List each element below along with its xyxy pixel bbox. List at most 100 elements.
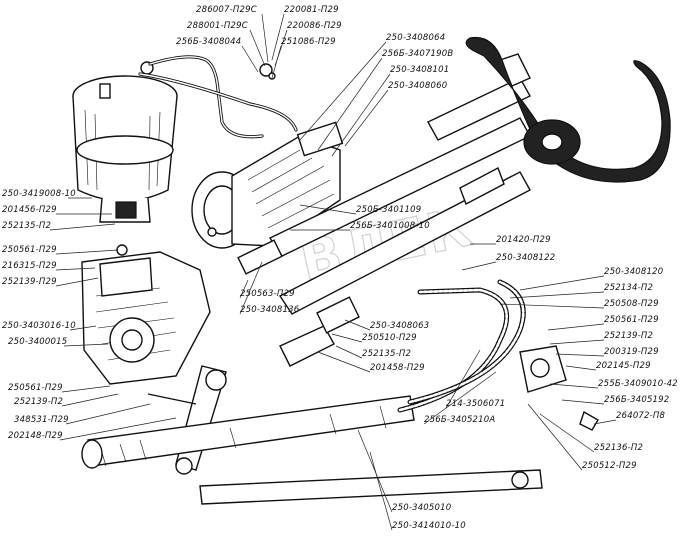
part-number-label: 250561-П29 bbox=[8, 383, 63, 393]
callout-labels: 286007-П29С 288001-П29С 220081-П29 220086-П… bbox=[2, 5, 678, 531]
leader-line bbox=[317, 57, 383, 151]
leader-line bbox=[55, 277, 99, 287]
part-number-label: 250-3408122 bbox=[496, 253, 555, 263]
part-number-label: 256Б-3405192 bbox=[604, 395, 669, 405]
steering-gear-box bbox=[81, 244, 211, 385]
part-number-label: 256Б-3401008-10 bbox=[350, 221, 430, 231]
leader-line bbox=[509, 291, 605, 299]
leader-line bbox=[241, 45, 259, 73]
part-number-label: 250Б-3401109 bbox=[356, 205, 421, 215]
part-number-label: 216315-П29 bbox=[2, 261, 57, 271]
part-number-label: 250512-П29 bbox=[582, 461, 637, 471]
leader-line bbox=[249, 29, 266, 67]
leader-line bbox=[299, 41, 387, 141]
leader-line bbox=[549, 383, 599, 389]
part-number-label: 252139-П2 bbox=[604, 331, 653, 341]
hydraulic-hoses bbox=[397, 279, 526, 413]
part-number-label: 220086-П29 bbox=[287, 21, 342, 31]
leader-line bbox=[69, 325, 97, 331]
part-number-label: 255Б-3409010-42 bbox=[598, 379, 678, 389]
leader-line bbox=[55, 249, 119, 255]
steering-wheel bbox=[465, 36, 671, 183]
leader-line bbox=[271, 13, 285, 61]
leader-line bbox=[59, 417, 177, 441]
leader-line bbox=[423, 371, 497, 425]
part-number-label: 201420-П29 bbox=[496, 235, 551, 245]
part-number-label: 252135-П2 bbox=[362, 349, 411, 359]
part-number-label: 250-3414010-10 bbox=[392, 521, 466, 531]
part-number-label: 250561-П29 bbox=[604, 315, 659, 325]
part-number-label: 250-3408064 bbox=[386, 33, 445, 43]
part-number-label: 250510-П29 bbox=[362, 333, 417, 343]
part-number-label: 256Б-3405210А bbox=[424, 415, 495, 425]
part-number-label: 252134-П2 bbox=[604, 283, 653, 293]
part-number-label: 250-3400015 bbox=[8, 337, 67, 347]
part-number-label: 220081-П29 bbox=[284, 5, 339, 15]
part-number-label: 200319-П29 bbox=[604, 347, 659, 357]
leader-line bbox=[593, 419, 617, 425]
part-number-label: 250-3408063 bbox=[370, 321, 429, 331]
part-number-label: 256Б-3407190В bbox=[382, 49, 453, 59]
pitman-arm bbox=[147, 365, 227, 475]
leader-line bbox=[299, 204, 357, 215]
part-number-label: 252136-П2 bbox=[594, 443, 643, 453]
part-number-label: 201456-П29 bbox=[2, 205, 57, 215]
part-number-label: 250-3408136 bbox=[240, 305, 300, 315]
steering-column bbox=[237, 53, 531, 367]
leader-line bbox=[61, 385, 111, 393]
hydraulic-pump bbox=[191, 121, 344, 249]
leader-line bbox=[369, 451, 393, 531]
part-number-label: 252135-П2 bbox=[2, 221, 51, 231]
leader-line bbox=[499, 303, 605, 309]
part-number-label: 250563-П29 bbox=[240, 289, 295, 299]
oil-reservoir bbox=[72, 61, 178, 223]
part-number-label: 286007-П29С bbox=[196, 5, 257, 15]
leader-line bbox=[445, 349, 481, 409]
leader-line bbox=[261, 13, 269, 63]
leader-line bbox=[63, 343, 109, 347]
leader-line bbox=[539, 413, 595, 453]
part-number-label: 202148-П29 bbox=[8, 431, 63, 441]
part-number-label: 250-3419008-10 bbox=[2, 189, 76, 199]
part-number-label: 201458-П29 bbox=[370, 363, 425, 373]
part-number-label: 202145-П29 bbox=[596, 361, 651, 371]
control-valve bbox=[519, 345, 599, 431]
leader-line bbox=[317, 351, 371, 373]
leader-line bbox=[331, 333, 363, 343]
leader-line bbox=[344, 319, 371, 331]
part-number-label: 250-3408060 bbox=[388, 81, 447, 91]
part-number-label: 288001-П29С bbox=[187, 21, 248, 31]
leader-line bbox=[344, 89, 389, 147]
power-cylinder bbox=[81, 395, 543, 505]
part-number-label: 214-3506071 bbox=[446, 399, 505, 409]
leader-line bbox=[461, 261, 497, 271]
leader-line bbox=[335, 345, 363, 359]
tank-pipes bbox=[138, 55, 298, 139]
leader-line bbox=[561, 399, 605, 405]
leader-line bbox=[61, 393, 119, 407]
leader-line bbox=[555, 353, 605, 357]
part-number-label: 252139-П2 bbox=[14, 397, 63, 407]
leader-line bbox=[527, 403, 583, 471]
leader-line bbox=[65, 403, 151, 425]
part-number-label: 250-3403016-10 bbox=[2, 321, 76, 331]
part-number-label: 250-3408120 bbox=[604, 267, 663, 277]
part-number-label: 250561-П29 bbox=[2, 245, 57, 255]
leader-line bbox=[271, 45, 282, 79]
leader-line bbox=[549, 339, 605, 345]
part-number-label: 251086-П29 bbox=[281, 37, 336, 47]
leader-line bbox=[547, 323, 605, 331]
part-number-label: 250-3408101 bbox=[390, 65, 449, 75]
leader-line bbox=[519, 275, 605, 291]
part-number-label: 250508-П29 bbox=[604, 299, 659, 309]
part-number-label: 256Б-3408044 bbox=[176, 37, 241, 47]
leader-line bbox=[239, 261, 263, 315]
part-number-label: 264072-П8 bbox=[616, 411, 666, 421]
part-number-label: 250-3405010 bbox=[392, 503, 451, 513]
part-number-label: 348531-П29 bbox=[14, 415, 69, 425]
leader-line bbox=[239, 279, 249, 299]
leader-line bbox=[49, 223, 116, 231]
leader-line bbox=[331, 73, 391, 157]
